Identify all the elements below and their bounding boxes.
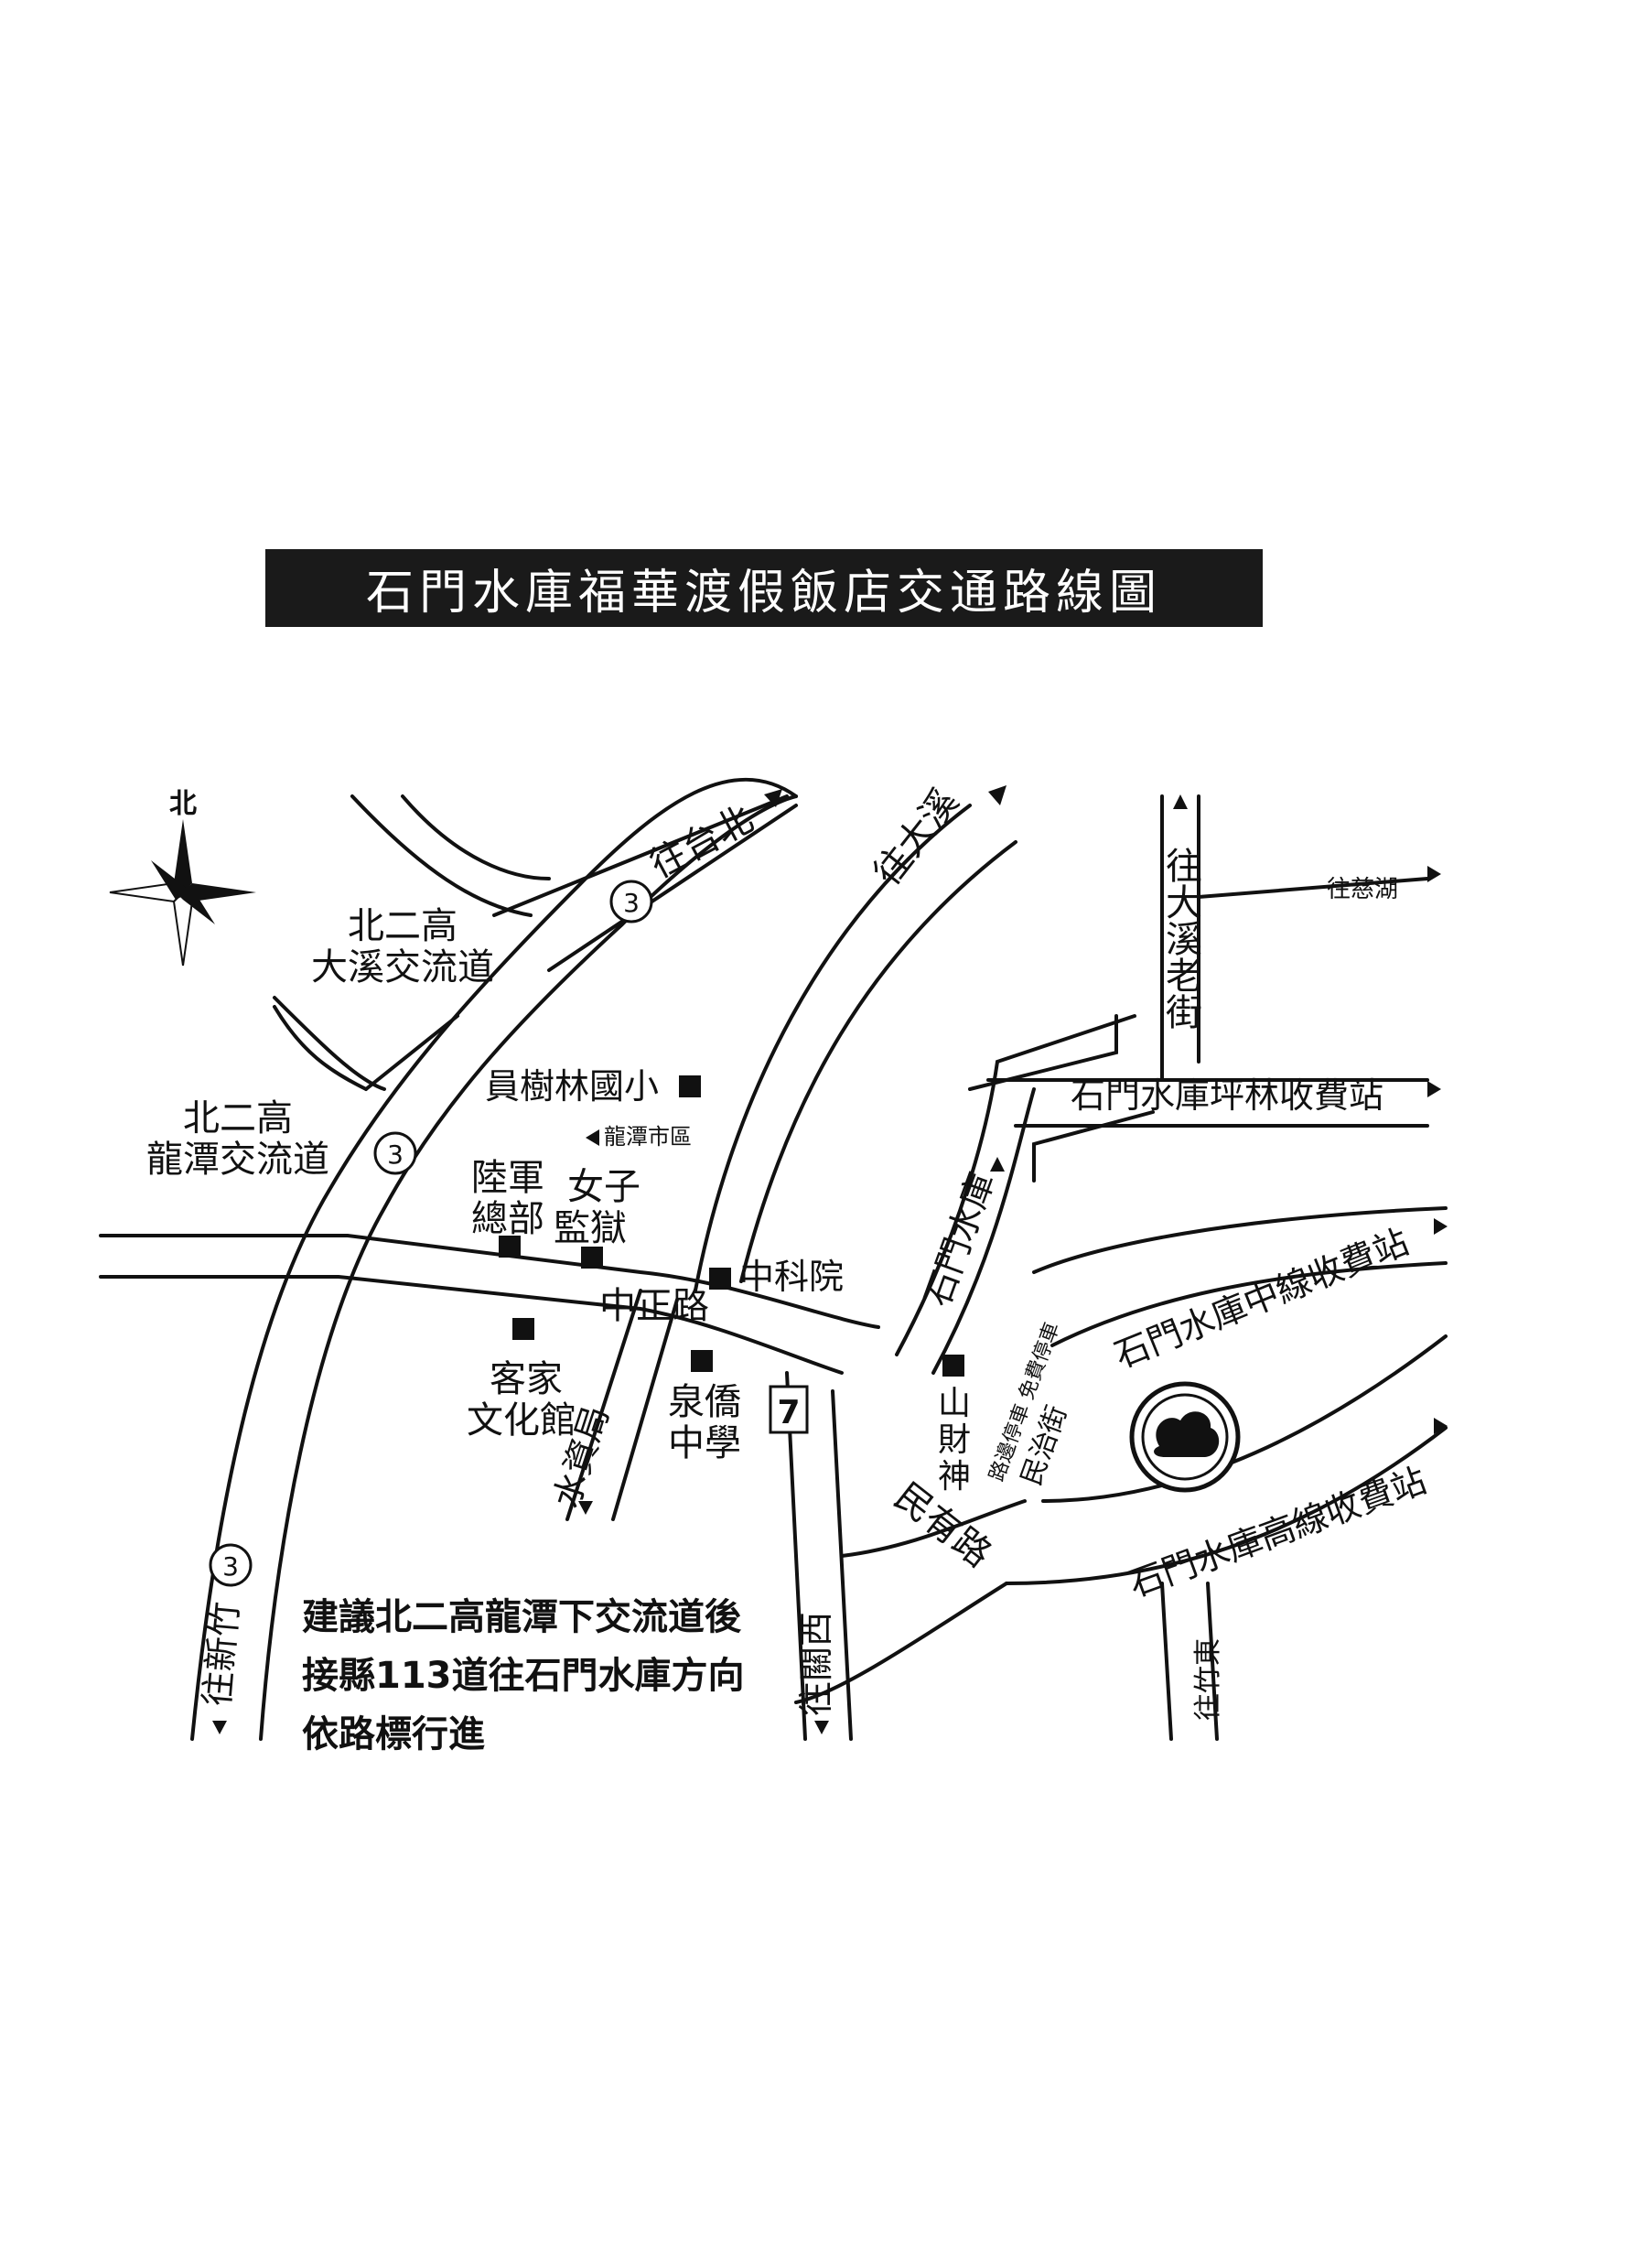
army-hq-marker	[499, 1236, 521, 1258]
quanqiao-marker	[691, 1350, 713, 1372]
compass-rose	[109, 819, 256, 967]
label-zhongxian-toll: 石門水庫中線收費站	[1109, 1221, 1415, 1376]
label-longtan-interchange-1: 北二高	[183, 1097, 293, 1139]
freeway-3-shield-interchange: 3	[373, 1131, 417, 1175]
freeway-3-right	[259, 794, 798, 1741]
arrow-pinglin-icon	[1427, 1081, 1441, 1097]
csist-marker	[709, 1268, 731, 1290]
compass-north-label: 北	[169, 788, 197, 820]
freeway-3-shield-north: 3	[609, 880, 653, 923]
label-shanshen-1: 山	[938, 1385, 971, 1422]
zhudong-road-left	[1160, 1582, 1173, 1741]
label-army-hq-1: 陸軍	[471, 1157, 544, 1199]
svg-text:3: 3	[623, 888, 640, 918]
label-hakka-2: 文化館	[467, 1399, 576, 1442]
zhongzheng-road-bottom	[99, 1275, 844, 1375]
shuiziju-road-right	[611, 1298, 679, 1521]
note-line-2: 接縣113道往石門水庫方向	[302, 1655, 745, 1697]
pinglin-barrier-2	[1032, 1110, 1155, 1183]
gaoxian-road-top	[1041, 1334, 1448, 1503]
shanshen-marker	[942, 1355, 964, 1377]
arrow-zhongxian-icon	[1434, 1218, 1448, 1235]
cihu-road	[1197, 877, 1429, 899]
arrow-to-taipei-icon	[764, 789, 782, 807]
directions-note: 建議北二高龍潭下交流道後 接縣113道往石門水庫方向 依路標行進	[302, 1588, 745, 1764]
svg-text:往大溪老街: 往大溪老街	[1159, 847, 1202, 1030]
freeway-3-left	[190, 777, 798, 1741]
minyou-road-b	[840, 1499, 1027, 1558]
label-hakka-1: 客家	[490, 1358, 563, 1400]
note-line-3: 依路標行進	[302, 1713, 485, 1755]
svg-text:3: 3	[387, 1139, 404, 1170]
zhudong-road-right	[1206, 1582, 1219, 1741]
shuiziju-road-left	[565, 1289, 642, 1521]
longtan-ramp-1	[273, 1005, 368, 1091]
svg-text:7: 7	[777, 1394, 800, 1431]
reservoir-road-right	[931, 1087, 1036, 1375]
daxi-ramp-1	[350, 794, 533, 917]
label-to-zhudong: 往竹東	[1192, 1638, 1224, 1721]
arrow-longtan-market-icon	[586, 1129, 599, 1146]
label-to-xinzhu: 往新竹	[197, 1600, 246, 1707]
label-quanqiao-1: 泉僑	[668, 1381, 741, 1423]
svg-text:3: 3	[222, 1551, 239, 1582]
arrow-cihu-icon	[1427, 866, 1441, 882]
gaoxian-road-bottom	[1005, 1426, 1448, 1585]
label-shanshen-2: 財	[938, 1421, 971, 1459]
prison-marker	[581, 1247, 603, 1269]
daxi-ramp-3	[273, 996, 386, 1091]
minyou-road-a	[794, 1582, 1008, 1704]
road-to-daxi-right	[739, 840, 1017, 1283]
zhongzheng-road-top	[99, 1234, 880, 1329]
label-to-daxi: 往大溪	[867, 781, 967, 893]
label-yuanshulin-school: 員樹林國小	[485, 1066, 659, 1107]
yuanshulin-school-marker	[679, 1075, 701, 1097]
arrow-xinzhu-icon	[212, 1721, 227, 1734]
note-line-1: 建議北二高龍潭下交流道後	[302, 1596, 741, 1638]
label-to-cihu: 往慈湖	[1327, 876, 1398, 903]
label-zhongzheng-road: 中正路	[599, 1285, 709, 1327]
label-to-guanxi: 往關西	[796, 1612, 836, 1716]
label-longtan-market: 龍潭市區	[604, 1124, 692, 1150]
arrow-shuiziju-icon	[578, 1501, 593, 1515]
label-csist: 中科院	[739, 1257, 844, 1297]
guanxi-road-right	[831, 1389, 853, 1741]
arrow-old-street-icon	[1173, 794, 1188, 809]
arrow-gaoxian-icon	[1434, 1418, 1448, 1434]
guanxi-road-left	[785, 1371, 807, 1741]
label-prison-1: 女子	[567, 1166, 640, 1208]
arrow-reservoir-icon	[990, 1157, 1005, 1172]
arrow-to-daxi-icon	[988, 785, 1006, 805]
daxi-ramp-2	[401, 794, 551, 880]
hakka-museum-marker	[512, 1318, 534, 1340]
zhongxian-road-top	[1032, 1206, 1448, 1274]
label-longtan-interchange-2: 龍潭交流道	[146, 1139, 329, 1181]
label-old-street: 往大溪老街	[1159, 847, 1202, 1030]
map-title: 石門水庫福華渡假飯店交通路線圖	[265, 549, 1263, 627]
zhongxian-road-bottom	[1050, 1261, 1448, 1347]
pinglin-barrier-1	[968, 1014, 1118, 1091]
label-pinglin-toll: 石門水庫坪林收費站	[1071, 1075, 1383, 1116]
label-prison-2: 監獄	[554, 1207, 627, 1249]
hotel-logo-icon	[1129, 1381, 1241, 1493]
label-quanqiao-2: 中學	[668, 1422, 741, 1464]
label-shanshen-3: 神	[938, 1458, 971, 1496]
freeway-3-shield-south: 3	[209, 1543, 253, 1587]
label-army-hq-2: 總部	[471, 1198, 544, 1240]
seven-eleven-logo: 7	[769, 1385, 809, 1434]
label-daxi-interchange-2: 大溪交流道	[311, 946, 494, 988]
arrow-guanxi-icon	[814, 1721, 829, 1734]
arrow-icons	[212, 785, 1448, 1734]
freeway-to-taipei-b	[547, 804, 798, 972]
road-to-daxi-left	[694, 804, 972, 1292]
freeway-to-taipei-a	[492, 794, 789, 917]
label-daxi-interchange-1: 北二高	[348, 905, 458, 947]
longtan-ramp-2	[364, 1014, 459, 1091]
